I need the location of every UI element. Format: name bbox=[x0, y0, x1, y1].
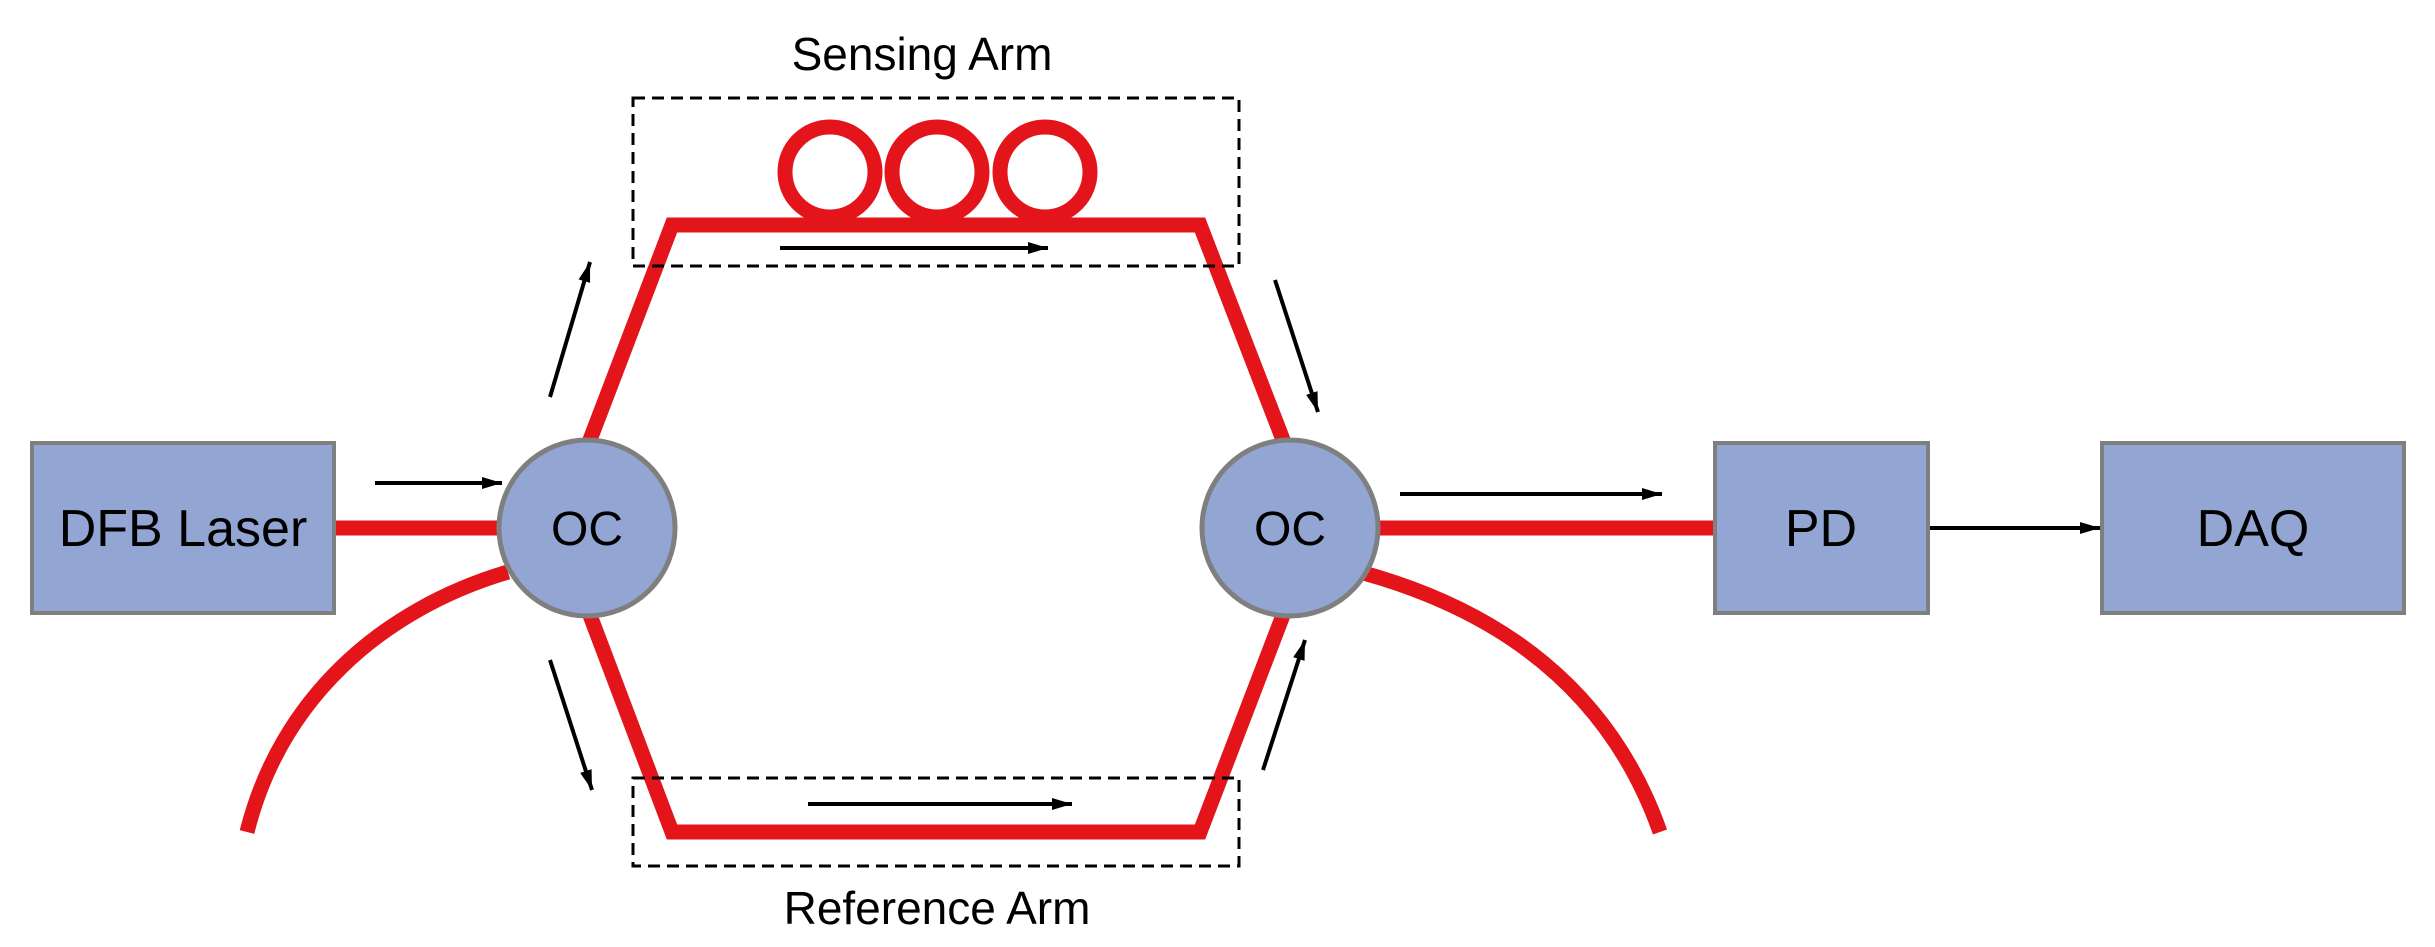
daq-box bbox=[2100, 441, 2406, 615]
coupler-left-circle bbox=[496, 437, 678, 619]
daq-label: DAQ bbox=[2197, 500, 2310, 558]
fibers bbox=[239, 217, 1715, 840]
coupler-right-label: OC bbox=[1254, 503, 1326, 556]
sensing-arm-label: Sensing Arm bbox=[792, 28, 1053, 80]
left-fiber-tail bbox=[239, 564, 511, 834]
pd-label: PD bbox=[1785, 500, 1857, 558]
reference-arm-fiber bbox=[580, 607, 1293, 840]
sensing-arm-fiber bbox=[580, 217, 1292, 448]
coil-loop bbox=[992, 119, 1098, 225]
coupler-left-label: OC bbox=[551, 503, 623, 556]
pd-block: PD bbox=[1713, 441, 1930, 615]
pd-box bbox=[1713, 441, 1930, 615]
arrow-down-to-reference bbox=[548, 659, 594, 791]
arrow-up-from-reference bbox=[1261, 639, 1307, 771]
sensing-coil bbox=[777, 119, 1098, 225]
direction-arrows bbox=[375, 242, 2100, 810]
laser-label: DFB Laser bbox=[59, 500, 308, 558]
daq-block: DAQ bbox=[2100, 441, 2406, 615]
coupler-right-circle bbox=[1199, 437, 1381, 619]
laser-box bbox=[30, 441, 336, 615]
right-fiber-tail bbox=[1358, 564, 1668, 835]
coil-loop bbox=[777, 119, 883, 225]
arrow-up-to-sensing bbox=[548, 261, 592, 398]
coupler-right-block: OC bbox=[1199, 437, 1381, 619]
laser-block: DFB Laser bbox=[30, 441, 336, 615]
reference-arm-box bbox=[631, 776, 1241, 868]
coupler-left-block: OC bbox=[496, 437, 678, 619]
sensing-arm-box bbox=[631, 96, 1241, 268]
arrow-down-from-sensing bbox=[1273, 279, 1320, 413]
reference-arm-label: Reference Arm bbox=[784, 882, 1091, 934]
coil-loop bbox=[884, 119, 990, 225]
